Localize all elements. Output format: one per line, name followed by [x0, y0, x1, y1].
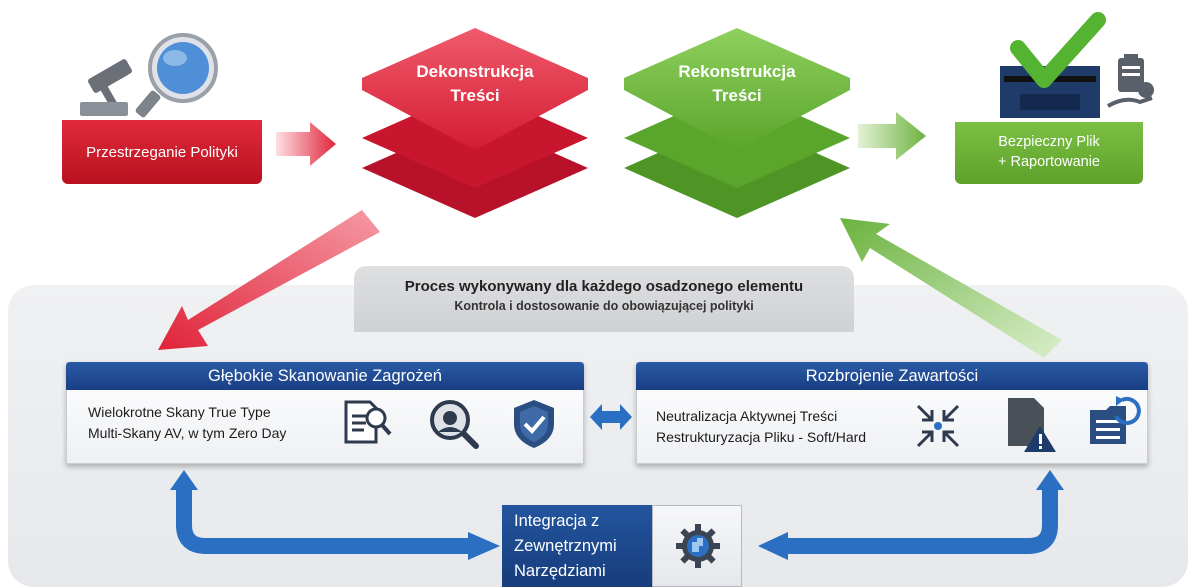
- content-disarm-header: Rozbrojenie Zawartości: [636, 362, 1148, 390]
- double-arrow-icon: [590, 404, 632, 430]
- result-line2: + Raportowanie: [998, 154, 1100, 170]
- arrow-down-left-red: [158, 210, 380, 350]
- loop-arrow-left: [170, 470, 500, 560]
- process-tab: Proces wykonywany dla każdego osadzonego…: [354, 266, 854, 332]
- content-disarm-text: Neutralizacja Aktywnej Treści Restruktur…: [656, 406, 866, 448]
- compress-arrows-icon: [916, 404, 960, 448]
- loop-arrow-right: [758, 470, 1064, 560]
- folder-list-icon: [1090, 396, 1141, 444]
- process-subtitle: Kontrola i dostosowanie do obowiązującej…: [454, 299, 754, 313]
- deconstruction-label: Dekonstrukcja Treści: [390, 60, 560, 108]
- integration-line-3: Narzędziami: [514, 562, 606, 580]
- reconstruction-line1: Rekonstrukcja: [678, 62, 796, 81]
- gear-puzzle-icon: [676, 524, 720, 568]
- policy-compliance-box: Przestrzeganie Polityki: [62, 120, 262, 184]
- integration-line-2: Zewnętrznymi: [514, 537, 617, 555]
- threat-scan-header: Głębokie Skanowanie Zagrożeń: [66, 362, 584, 390]
- reconstruction-stack: [624, 28, 850, 218]
- arrow-right-red-icon: [276, 122, 336, 166]
- safe-file-report-box: Bezpieczny Plik + Raportowanie: [955, 122, 1143, 184]
- arrow-up-left-green: [840, 218, 1062, 358]
- shield-check-icon: [514, 400, 554, 448]
- disarm-line-2: Restrukturyzacja Pliku - Soft/Hard: [656, 429, 867, 445]
- scan-line-2: Multi-Skany AV, w tym Zero Day: [88, 425, 287, 441]
- process-title: Proces wykonywany dla każdego osadzonego…: [404, 278, 804, 295]
- gavel-magnifier-icon: [80, 33, 218, 118]
- disarm-line-1: Neutralizacja Aktywnej Treści: [656, 408, 838, 424]
- reconstruction-line2: Treści: [712, 86, 762, 105]
- scan-line-1: Wielokrotne Skany True Type: [88, 404, 271, 420]
- malware-search-icon: [430, 400, 479, 449]
- deconstruction-line2: Treści: [450, 86, 500, 105]
- result-line1: Bezpieczny Plik: [998, 134, 1100, 150]
- safe-file-check-icon: [1000, 12, 1154, 118]
- reconstruction-label: Rekonstrukcja Treści: [652, 60, 822, 108]
- deconstruction-line1: Dekonstrukcja: [416, 62, 534, 81]
- deconstruction-stack: [362, 28, 588, 218]
- threat-scan-text: Wielokrotne Skany True Type Multi-Skany …: [88, 402, 286, 444]
- document-warning-icon: [1008, 398, 1056, 452]
- integration-line-1: Integracja z: [514, 512, 600, 530]
- arrow-right-green-icon: [858, 112, 926, 160]
- external-tools-integration-box: Integracja z Zewnętrznymi Narzędziami: [502, 505, 652, 587]
- document-search-icon: [344, 400, 392, 444]
